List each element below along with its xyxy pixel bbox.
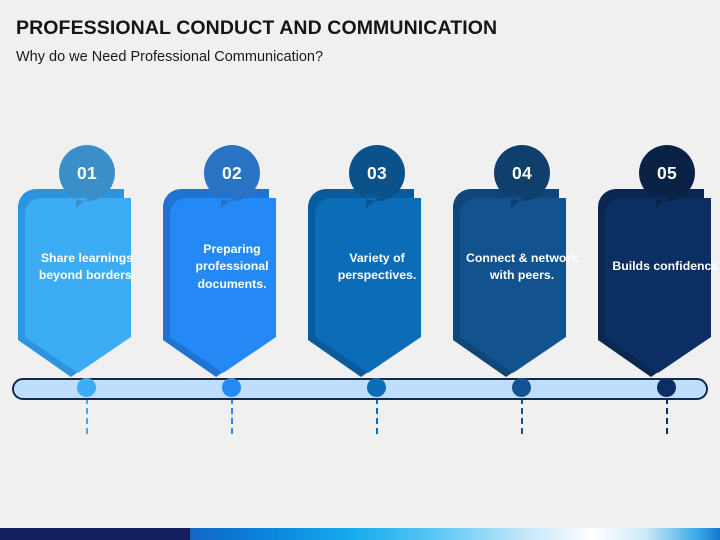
step-banner-shape [598,189,711,377]
badge-bubble-shape [638,145,695,208]
step-connector-line [666,388,668,434]
banner-inner [25,198,131,373]
badge-bubble-shape [203,145,260,208]
step-connector-line [86,388,88,434]
badge-bubble [493,145,550,208]
timeline-dot-04[interactable] [512,378,531,397]
step-number-badge[interactable]: 02 [203,145,260,208]
banner-inner [170,198,276,373]
step-connector-line [231,388,233,434]
process-step-04[interactable]: Connect & network with peers.04 [449,145,595,434]
page-title: PROFESSIONAL CONDUCT AND COMMUNICATION [16,17,498,39]
timeline-dot-05[interactable] [657,378,676,397]
step-banner-shape [308,189,421,377]
banner-inner [460,198,566,373]
step-banner-shape [453,189,566,377]
footer-gradient-block [190,528,720,540]
footer-navy-block [0,528,190,540]
banner-inner [605,198,711,373]
page-subtitle: Why do we Need Professional Communicatio… [16,49,324,66]
badge-bubble [348,145,405,208]
step-number-badge[interactable]: 01 [58,145,115,208]
step-connector-line [521,388,523,434]
badge-bubble-shape [493,145,550,208]
footer-accent-strip [0,528,720,540]
process-step-03[interactable]: Variety of perspectives.03 [304,145,450,434]
process-step-02[interactable]: Preparing professional documents.02 [159,145,305,434]
badge-bubble [58,145,115,208]
timeline-bar [12,378,708,400]
process-step-05[interactable]: Builds confidence.05 [594,145,720,434]
slide-header: PROFESSIONAL CONDUCT AND COMMUNICATION W… [16,16,706,67]
step-number-badge[interactable]: 05 [638,145,695,208]
step-banner-shape [163,189,276,377]
badge-bubble [638,145,695,208]
process-step-01[interactable]: Share learnings beyond borders.01 [14,145,160,434]
step-connector-line [376,388,378,434]
banner-inner [315,198,421,373]
badge-bubble-shape [58,145,115,208]
badge-bubble-shape [348,145,405,208]
step-banner-shape [18,189,131,377]
badge-bubble [203,145,260,208]
timeline-dot-02[interactable] [222,378,241,397]
timeline-dot-03[interactable] [367,378,386,397]
timeline-dot-01[interactable] [77,378,96,397]
step-number-badge[interactable]: 03 [348,145,405,208]
step-number-badge[interactable]: 04 [493,145,550,208]
